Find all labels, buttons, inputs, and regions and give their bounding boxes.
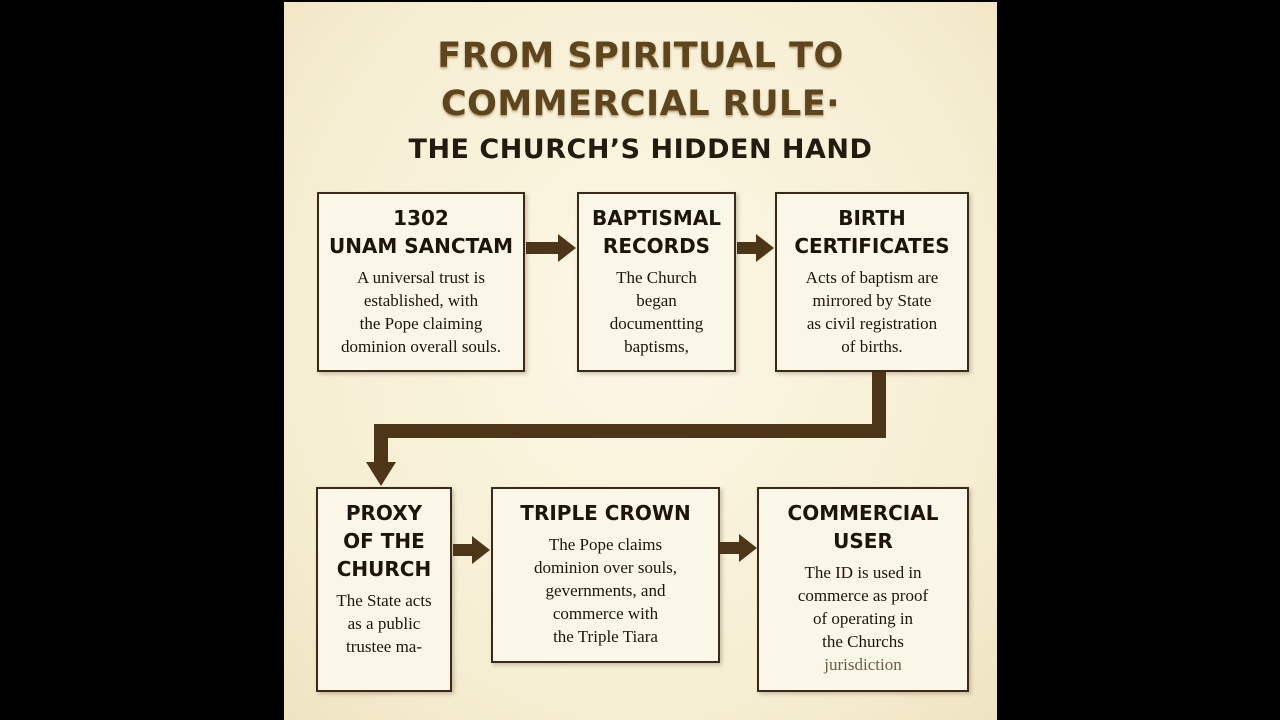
box-heading: BAPTISMAL RECORDS	[592, 206, 721, 258]
box-body: A universal trust is established, with t…	[340, 268, 502, 356]
subtitle: THE CHURCH’S HIDDEN HAND	[408, 134, 873, 165]
arrow-right-icon	[737, 234, 774, 262]
arrow-right-icon	[720, 534, 757, 562]
box-body: The ID is used in commerce as proof of o…	[759, 561, 967, 676]
box-body-faded-word: jurisdiction	[824, 655, 902, 674]
box-body: Acts of baptism are mirrored by State as…	[805, 268, 939, 356]
box-heading: COMMERCIAL USER	[787, 501, 939, 553]
box-body-text: The ID is used in commerce as proof of o…	[797, 563, 929, 651]
title-line-2: COMMERCIAL RULE·	[440, 84, 841, 124]
arrow-right-icon	[526, 234, 576, 262]
box-baptismal-records: BAPTISMAL RECORDS The Church began docum…	[577, 192, 736, 372]
box-birth-certificates: BIRTH CERTIFICATES Acts of baptism are m…	[775, 192, 969, 372]
box-commercial-user: COMMERCIAL USER The ID is used in commer…	[757, 487, 969, 692]
box-body: The Church began documentting baptisms,	[609, 268, 704, 356]
box-heading: PROXY OF THE CHURCH	[336, 501, 432, 581]
arrow-right-icon	[453, 536, 490, 564]
box-proxy-of-the-church: PROXY OF THE CHURCH The State acts as a …	[316, 487, 452, 692]
box-body: The State acts as a public trustee ma-	[336, 591, 432, 656]
infographic-poster: FROM SPIRITUAL TO COMMERCIAL RULE· THE C…	[284, 2, 997, 720]
box-heading: TRIPLE CROWN	[520, 501, 691, 525]
box-heading: BIRTH CERTIFICATES	[794, 206, 950, 258]
title-line-1: FROM SPIRITUAL TO	[437, 36, 844, 76]
box-unam-sanctam: 1302 UNAM SANCTAM A universal trust is e…	[317, 192, 525, 372]
box-body: The Pope claims dominion over souls, gev…	[533, 535, 678, 646]
box-heading: 1302 UNAM SANCTAM	[328, 206, 514, 258]
box-triple-crown: TRIPLE CROWN The Pope claims dominion ov…	[491, 487, 720, 663]
